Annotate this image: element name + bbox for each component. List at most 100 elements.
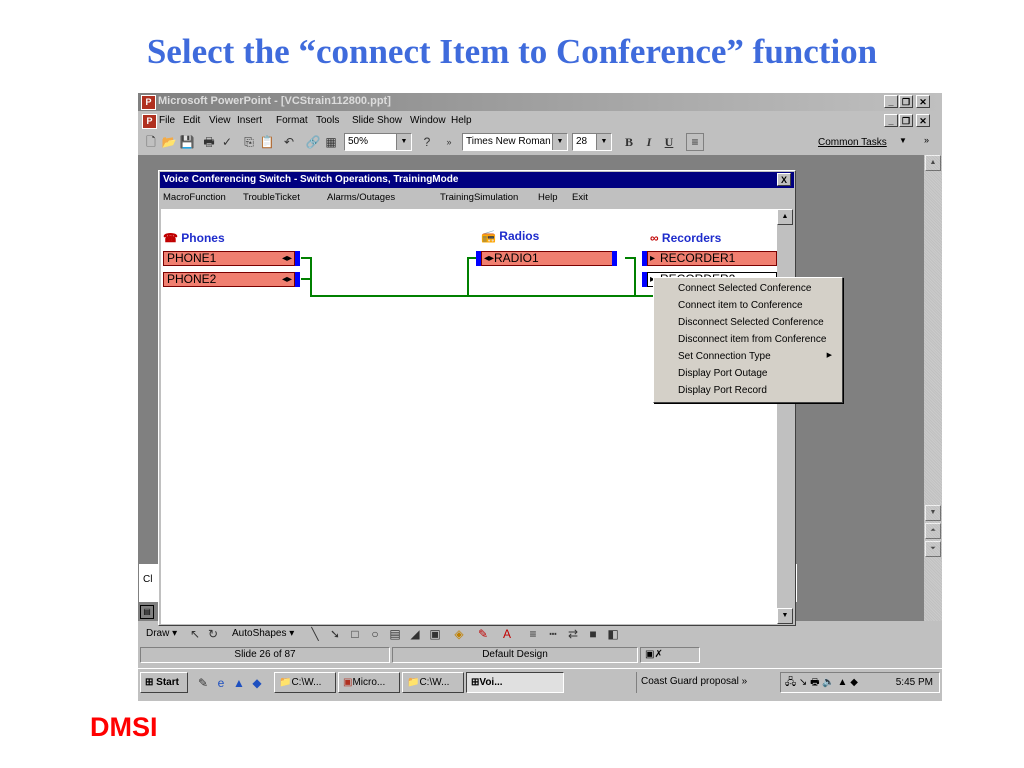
port-phone2[interactable] xyxy=(295,272,300,287)
quicklaunch-app-icon[interactable]: ▲ xyxy=(233,676,245,690)
powerpoint-titlebar[interactable]: P Microsoft PowerPoint - [VCStrain112800… xyxy=(138,93,942,111)
copy-icon[interactable]: ⎘ xyxy=(244,135,254,149)
menu-window[interactable]: Window xyxy=(410,115,446,126)
vcs-menu-troubleticket[interactable]: TroubleTicket xyxy=(243,192,300,203)
tables-icon[interactable]: ▦ xyxy=(325,135,337,149)
shadow-icon[interactable]: ■ xyxy=(589,627,597,641)
vcs-vertical-scrollbar[interactable]: ▲ ▼ xyxy=(777,209,793,624)
vertical-scrollbar[interactable]: ▲ ▼ ⏶ ⏷ xyxy=(924,155,942,621)
align-left-icon[interactable]: ≡ xyxy=(686,133,704,151)
arrow-style-icon[interactable]: ⇄ xyxy=(567,627,579,641)
doc-restore-icon[interactable]: ❐ xyxy=(899,114,913,127)
restore-icon[interactable]: ❐ xyxy=(899,95,913,108)
taskbar-item-explorer-1[interactable]: 📁C:\W... xyxy=(274,672,336,693)
doc-minimize-icon[interactable]: _ xyxy=(884,114,898,127)
item-recorder1[interactable]: ▸ RECORDER1 xyxy=(647,251,777,266)
menu-view[interactable]: View xyxy=(209,115,231,126)
font-size-combo[interactable]: 28 ▼ xyxy=(572,133,612,151)
vcs-menu-alarms-outages[interactable]: Alarms/Outages xyxy=(327,192,396,203)
wordart-icon[interactable]: ◢ xyxy=(410,627,420,641)
taskbar-item-powerpoint[interactable]: ▣Micro... xyxy=(338,672,400,693)
rectangle-icon[interactable]: □ xyxy=(351,627,359,641)
menu-item-disconnect-selected-conference[interactable]: Disconnect Selected Conference xyxy=(678,317,824,328)
minimize-icon[interactable]: _ xyxy=(884,95,898,108)
free-rotate-icon[interactable]: ↻ xyxy=(207,627,219,641)
paste-icon[interactable]: 📋 xyxy=(259,135,275,149)
menu-format[interactable]: Format xyxy=(276,115,308,126)
zoom-dropdown-icon[interactable]: ▼ xyxy=(396,134,411,150)
port-phone1[interactable] xyxy=(295,251,300,266)
text-box-icon[interactable]: ▤ xyxy=(389,627,401,641)
draw-menu-button[interactable]: Draw ▾ xyxy=(146,628,178,639)
zoom-combo[interactable]: 50% ▼ xyxy=(344,133,412,151)
close-icon[interactable]: ✕ xyxy=(916,95,930,108)
vcs-canvas[interactable]: ☎ Phones 📻 Radios ∞ Recorders PHONE1 ◂▸ … xyxy=(161,209,777,624)
menu-edit[interactable]: Edit xyxy=(183,115,201,126)
menu-item-disconnect-item-from-conference[interactable]: Disconnect item from Conference xyxy=(678,334,827,345)
arrow-icon[interactable]: ➘ xyxy=(329,627,341,641)
italic-button[interactable]: I xyxy=(646,135,652,149)
font-dropdown-icon[interactable]: ▼ xyxy=(552,134,567,150)
document-icon[interactable]: P xyxy=(142,114,157,129)
new-icon[interactable]: 🗋 xyxy=(146,135,156,149)
quicklaunch-desktop-icon[interactable]: ✎ xyxy=(197,676,209,690)
menu-item-display-port-outage[interactable]: Display Port Outage xyxy=(678,368,768,379)
taskbar-item-coast-guard[interactable]: Coast Guard proposal » xyxy=(636,672,772,693)
menu-item-connect-selected-conference[interactable]: Connect Selected Conference xyxy=(678,283,812,294)
item-phone2[interactable]: PHONE2 ◂▸ xyxy=(163,272,295,287)
toolbar-overflow-icon[interactable]: » xyxy=(924,135,930,145)
spelling-icon[interactable]: ✓ xyxy=(221,135,233,149)
scroll-up-icon[interactable]: ▲ xyxy=(925,155,941,171)
port-radio1-right[interactable] xyxy=(612,251,617,266)
font-color-icon[interactable]: A xyxy=(502,627,511,641)
port-recorder2[interactable] xyxy=(642,272,647,287)
3d-icon[interactable]: ◧ xyxy=(607,627,619,641)
hyperlink-icon[interactable]: 🔗 xyxy=(305,135,321,149)
vcs-menu-training-simulation[interactable]: TrainingSimulation xyxy=(440,192,519,203)
clip-art-icon[interactable]: ▣ xyxy=(429,627,441,641)
bold-button[interactable]: B xyxy=(624,135,633,149)
normal-view-icon[interactable]: ▤ xyxy=(140,605,154,619)
taskbar-item-voice-conferencing[interactable]: ⊞Voi... xyxy=(466,672,564,693)
start-button[interactable]: ⊞ Start xyxy=(140,672,188,693)
next-slide-icon[interactable]: ⏷ xyxy=(925,541,941,557)
underline-button[interactable]: U xyxy=(664,135,674,149)
font-size-dropdown-icon[interactable]: ▼ xyxy=(596,134,611,150)
port-radio1[interactable] xyxy=(476,251,481,266)
vcs-menu-help[interactable]: Help xyxy=(538,192,558,203)
vcs-scroll-down-icon[interactable]: ▼ xyxy=(777,608,793,624)
print-icon[interactable]: 🖶 xyxy=(203,135,215,149)
oval-icon[interactable]: ○ xyxy=(371,627,379,641)
vcs-scroll-up-icon[interactable]: ▲ xyxy=(777,209,793,225)
port-recorder1[interactable] xyxy=(642,251,647,266)
common-tasks-dropdown-icon[interactable]: ▼ xyxy=(899,136,907,145)
open-icon[interactable]: 📂 xyxy=(161,135,177,149)
line-style-icon[interactable]: ≡ xyxy=(529,627,537,641)
undo-icon[interactable]: ↶ xyxy=(283,135,295,149)
menu-help[interactable]: Help xyxy=(451,115,472,126)
select-objects-icon[interactable]: ↖ xyxy=(189,627,201,641)
previous-slide-icon[interactable]: ⏶ xyxy=(925,523,941,539)
doc-close-icon[interactable]: ✕ xyxy=(916,114,930,127)
menu-item-display-port-record[interactable]: Display Port Record xyxy=(678,385,767,396)
font-combo[interactable]: Times New Roman ▼ xyxy=(462,133,568,151)
menu-item-connect-item-to-conference[interactable]: Connect item to Conference xyxy=(678,300,803,311)
tray-icons[interactable]: 🖧 ↘ 🖶 🔈 ▲ ◆ xyxy=(785,677,858,688)
powerpoint-app-icon[interactable]: P xyxy=(141,95,156,110)
taskbar-item-explorer-2[interactable]: 📁C:\W... xyxy=(402,672,464,693)
menu-insert[interactable]: Insert xyxy=(237,115,263,126)
autoshapes-button[interactable]: AutoShapes ▾ xyxy=(232,628,295,639)
quicklaunch-ie-icon[interactable]: e xyxy=(217,676,225,690)
menu-tools[interactable]: Tools xyxy=(316,115,340,126)
vcs-dialog-titlebar[interactable]: Voice Conferencing Switch - Switch Opera… xyxy=(160,172,794,188)
line-icon[interactable]: ╲ xyxy=(311,627,319,641)
line-color-icon[interactable]: ✎ xyxy=(477,627,489,641)
item-phone1[interactable]: PHONE1 ◂▸ xyxy=(163,251,295,266)
vcs-menu-macrofunction[interactable]: MacroFunction xyxy=(163,192,226,203)
vcs-menu-exit[interactable]: Exit xyxy=(572,192,588,203)
more-buttons-icon[interactable]: » xyxy=(446,137,452,147)
menu-slide-show[interactable]: Slide Show xyxy=(352,115,403,126)
vcs-close-button[interactable]: X xyxy=(777,173,791,186)
save-icon[interactable]: 💾 xyxy=(179,135,195,149)
menu-item-set-connection-type[interactable]: Set Connection Type xyxy=(678,351,771,362)
